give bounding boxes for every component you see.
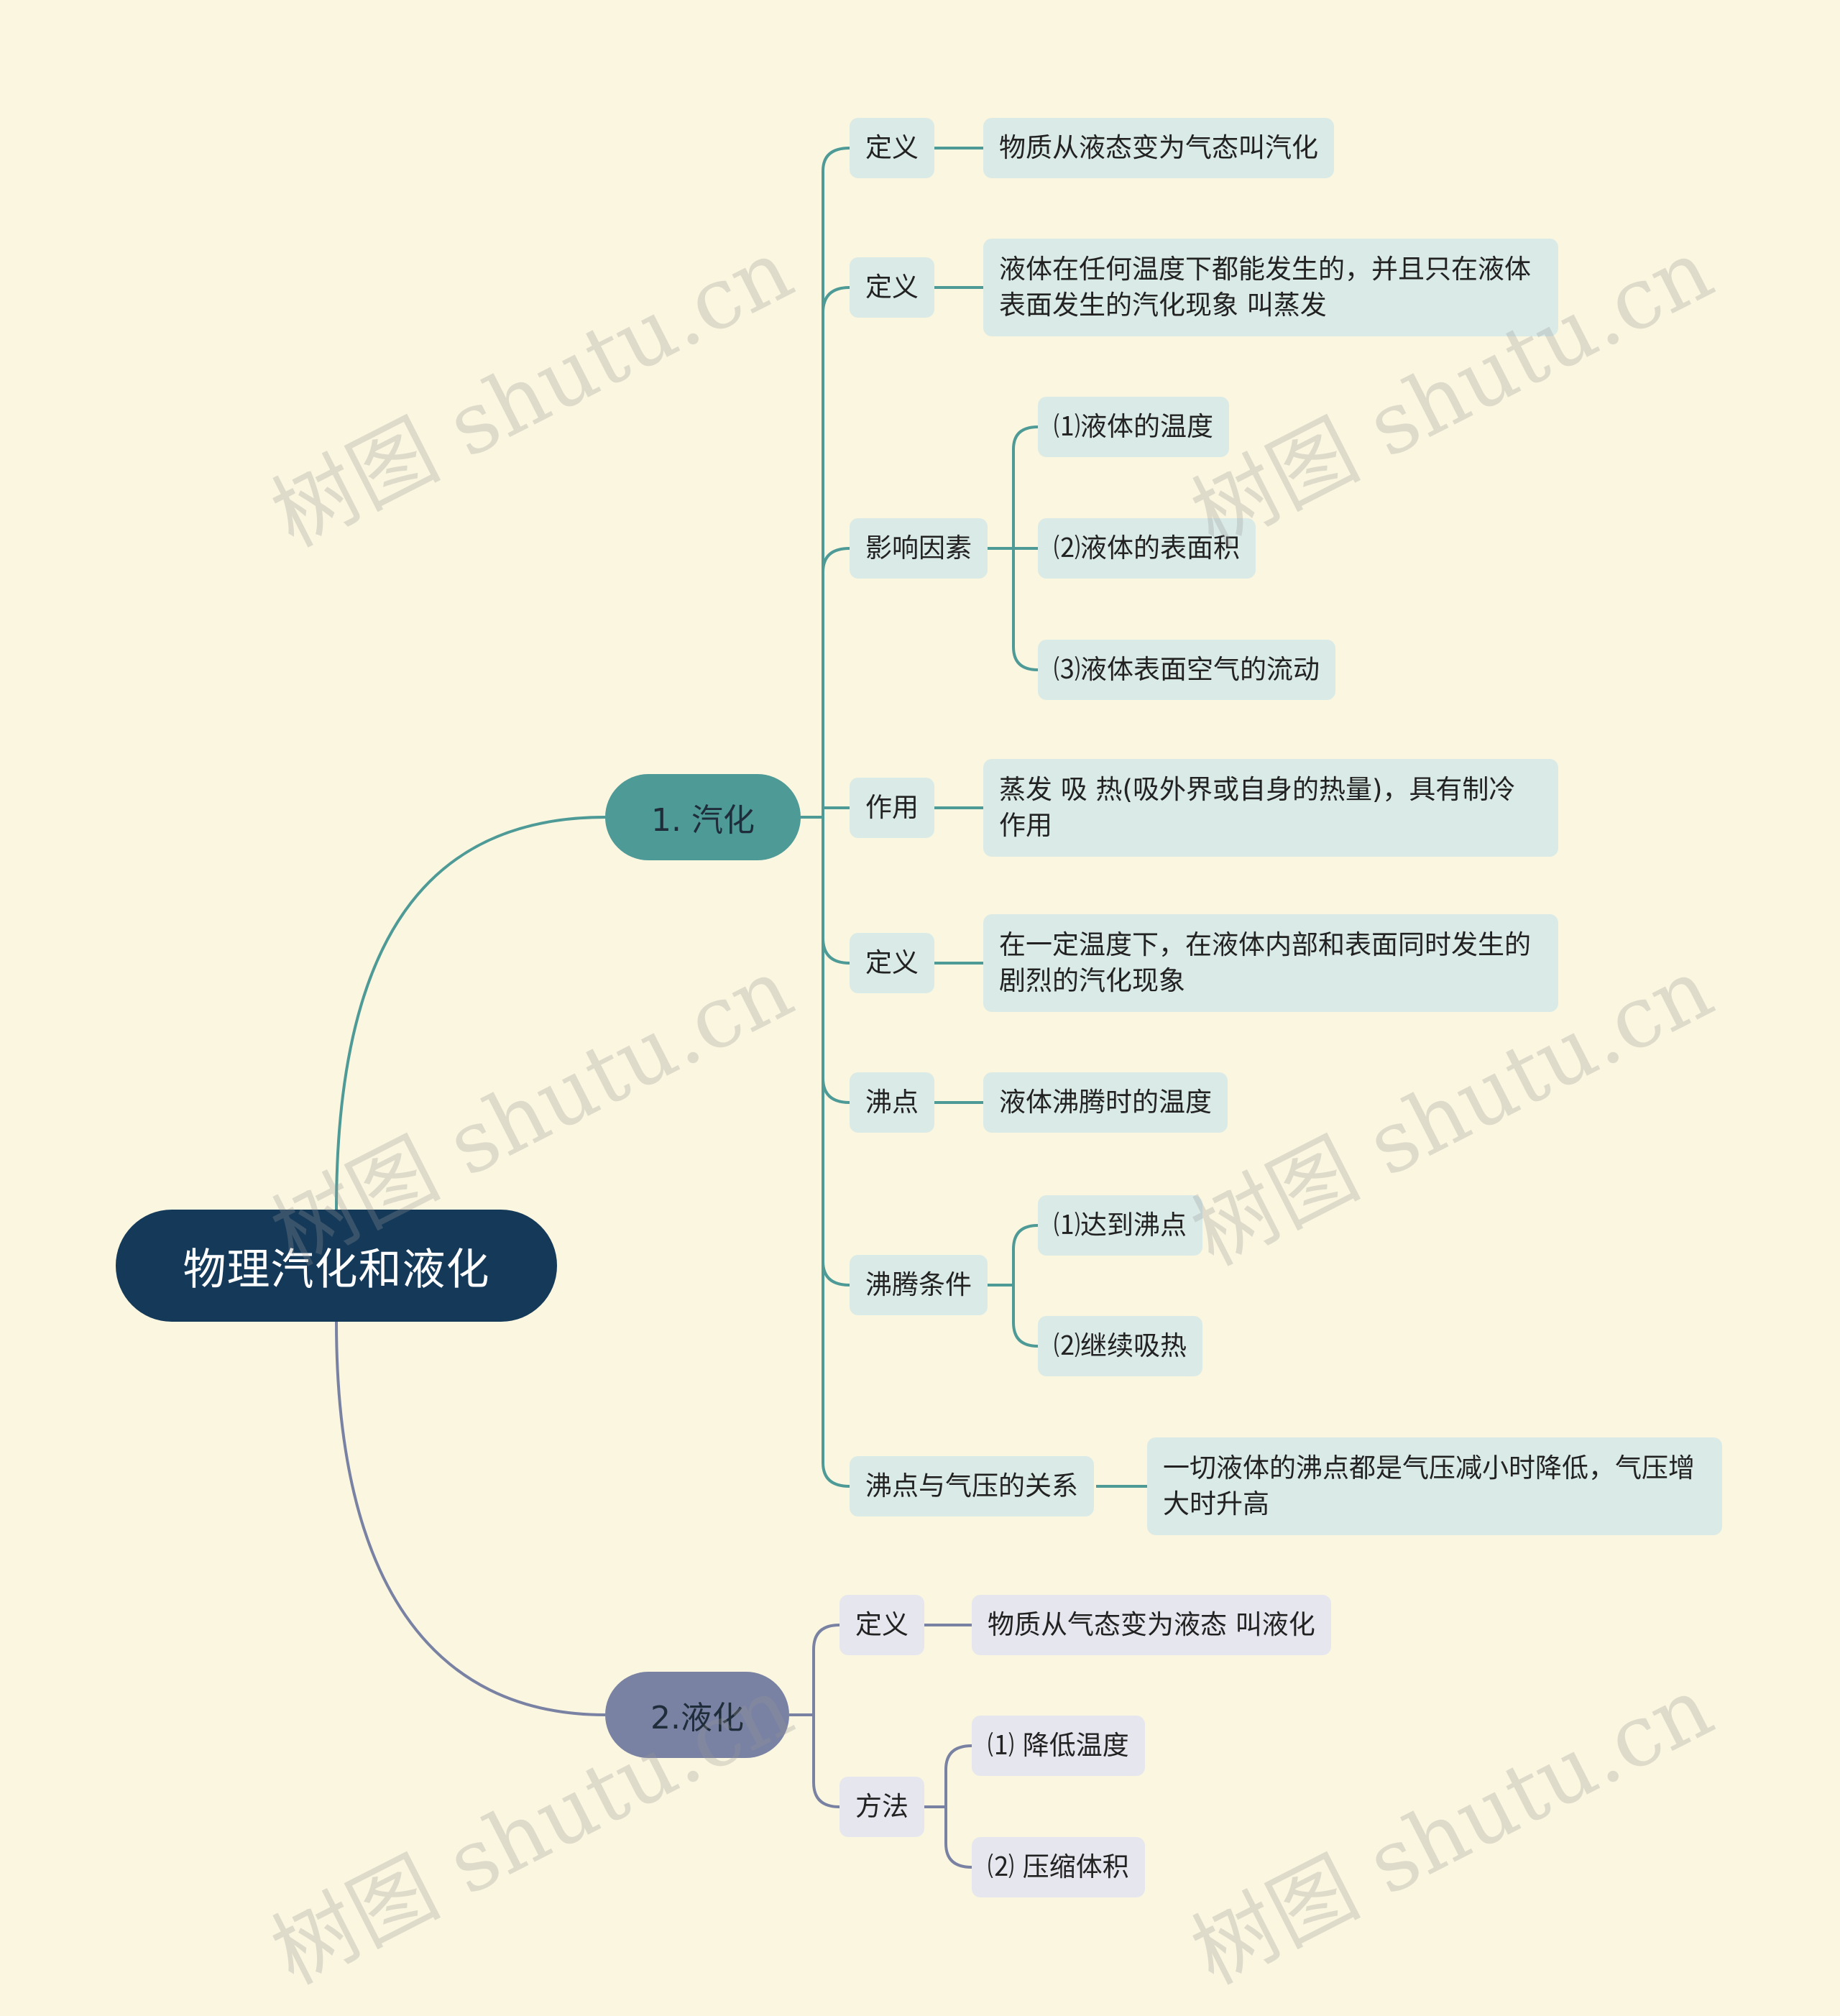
topic-label: 定义 [865,272,919,303]
branch-liquefaction[interactable]: 2.液化 [605,1672,789,1758]
child-label: ⑴达到沸点 [1054,1210,1187,1241]
topic-label: 作用 [865,792,919,823]
topic-label: 方法 [855,1791,908,1822]
topic-label: 定义 [865,947,919,978]
topic-label: 沸点与气压的关系 [865,1470,1078,1501]
detail-text: 物质从液态变为气态叫汽化 [999,132,1318,163]
method-lower-temperature[interactable]: ⑴ 降低温度 [972,1716,1145,1776]
factor-surface-area[interactable]: ⑵液体的表面积 [1038,518,1256,579]
detail-text: 物质从气态变为液态 叫液化 [988,1609,1315,1640]
root-topic[interactable]: 物理汽化和液化 [116,1210,557,1322]
topic-label: 沸腾条件 [865,1269,972,1300]
detail-line: 表面发生的汽化现象 叫蒸发 [999,290,1327,321]
detail-line: 一切液体的沸点都是气压减小时降低，气压增 [1163,1453,1695,1483]
topic-effect[interactable]: 作用 [850,778,934,838]
topic-factors[interactable]: 影响因素 [850,518,988,579]
link-root-vaporization [335,816,606,1210]
child-label: ⑵液体的表面积 [1054,533,1240,563]
child-label: ⑴ 降低温度 [988,1730,1129,1761]
detail-line: 在一定温度下，在液体内部和表面同时发生的 [999,929,1531,960]
child-label: ⑴液体的温度 [1054,411,1213,442]
detail-line: 大时升高 [1163,1488,1269,1519]
topic-pressure-relation[interactable]: 沸点与气压的关系 [850,1456,1094,1516]
root-label: 物理汽化和液化 [183,1244,490,1295]
topic-definition-2[interactable]: 定义 [850,257,934,318]
detail-liquefaction-definition[interactable]: 物质从气态变为液态 叫液化 [972,1595,1331,1655]
detail-definition-2[interactable]: 液体在任何温度下都能发生的，并且只在液体 表面发生的汽化现象 叫蒸发 [983,239,1558,336]
topic-label: 定义 [865,132,919,163]
detail-pressure-relation[interactable]: 一切液体的沸点都是气压减小时降低，气压增 大时升高 [1147,1437,1722,1535]
topic-liquefaction-definition[interactable]: 定义 [840,1595,924,1655]
child-label: ⑵ 压缩体积 [988,1851,1129,1882]
topic-boiling-conditions[interactable]: 沸腾条件 [850,1255,988,1315]
condition-reach-boiling-point[interactable]: ⑴达到沸点 [1038,1195,1202,1256]
detail-text: 液体沸腾时的温度 [999,1087,1212,1118]
branch-liquefaction-label: 2.液化 [650,1700,744,1736]
child-label: ⑵继续吸热 [1054,1330,1187,1361]
topic-label: 沸点 [865,1087,919,1118]
condition-keep-absorbing-heat[interactable]: ⑵继续吸热 [1038,1316,1202,1376]
detail-line: 剧烈的汽化现象 [999,965,1185,996]
detail-line: 蒸发 吸 热(吸外界或自身的热量)，具有制冷 [999,774,1516,805]
topic-definition-1[interactable]: 定义 [850,118,934,178]
factor-airflow[interactable]: ⑶液体表面空气的流动 [1038,640,1335,700]
factor-temperature[interactable]: ⑴液体的温度 [1038,397,1229,457]
topic-label: 影响因素 [865,533,972,563]
method-compress-volume[interactable]: ⑵ 压缩体积 [972,1837,1145,1897]
detail-definition-3[interactable]: 在一定温度下，在液体内部和表面同时发生的 剧烈的汽化现象 [983,914,1558,1012]
child-label: ⑶液体表面空气的流动 [1054,654,1320,685]
topic-definition-3[interactable]: 定义 [850,933,934,993]
branch-vaporization[interactable]: 1. 汽化 [605,774,801,860]
link-root-liquefaction [335,1321,606,1716]
branch-vaporization-label: 1. 汽化 [651,802,755,839]
detail-definition-1[interactable]: 物质从液态变为气态叫汽化 [983,118,1334,178]
topic-label: 定义 [855,1609,908,1640]
detail-boiling-point[interactable]: 液体沸腾时的温度 [983,1072,1228,1133]
topic-boiling-point[interactable]: 沸点 [850,1072,934,1133]
detail-effect[interactable]: 蒸发 吸 热(吸外界或自身的热量)，具有制冷 作用 [983,759,1558,857]
topic-methods[interactable]: 方法 [840,1777,924,1837]
detail-line: 作用 [999,810,1052,841]
detail-line: 液体在任何温度下都能发生的，并且只在液体 [999,254,1531,285]
